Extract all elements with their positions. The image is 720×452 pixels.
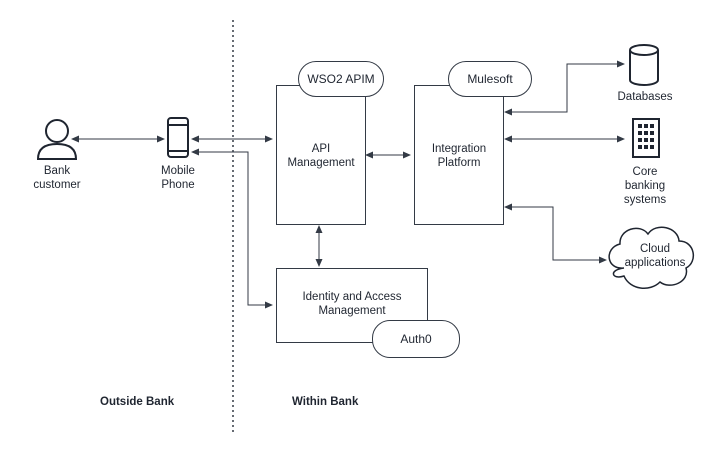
identity-access-management-label: Identity and Access Management: [302, 291, 402, 317]
person-icon: [36, 119, 78, 160]
api-management-label: API Management: [287, 143, 355, 169]
auth0-pill: Auth0: [372, 320, 460, 358]
outside-bank-label: Outside Bank: [100, 396, 175, 408]
databases-label: Databases: [617, 91, 673, 103]
core-banking-label: Core banking systems: [623, 166, 667, 206]
bank-customer-label: Bank customer: [33, 165, 81, 191]
cloud-applications-label: Cloud applications: [624, 243, 686, 269]
integration-databases-link: [504, 60, 625, 116]
connectors: [71, 60, 625, 309]
integration-platform-box: [414, 85, 504, 225]
api-management-box: [276, 85, 366, 225]
database-icon: [629, 44, 659, 86]
mulesoft-pill: Mulesoft: [448, 61, 532, 97]
cloud-icon: [608, 226, 695, 289]
phone-iam-link: [191, 148, 273, 309]
mobile-phone-icon: [167, 117, 189, 158]
within-bank-label: Within Bank: [292, 396, 359, 408]
integration-cloud-link: [504, 203, 607, 264]
building-icon: [632, 118, 660, 158]
integration-platform-label: Integration Platform: [431, 143, 487, 169]
mobile-phone-label: Mobile Phone: [161, 165, 195, 191]
wso2-apim-pill: WSO2 APIM: [298, 61, 384, 97]
